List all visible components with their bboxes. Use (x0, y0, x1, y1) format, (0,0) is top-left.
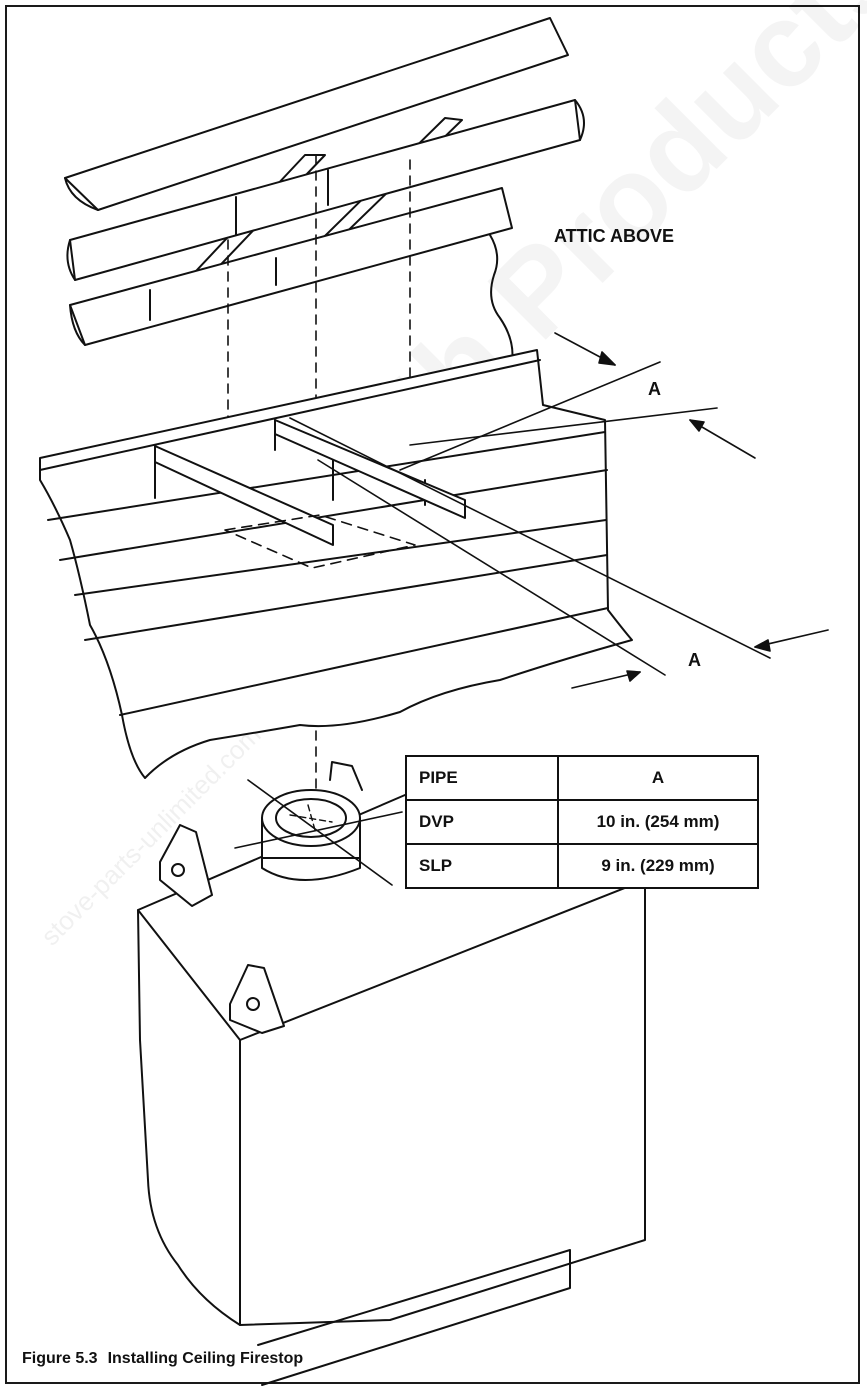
figure-frame (5, 5, 860, 1384)
dimension-a-label-upper: A (648, 379, 661, 399)
cell-pipe-type: DVP (405, 799, 559, 845)
figure-title: Installing Ceiling Firestop (107, 1350, 304, 1367)
attic-joists (64, 17, 585, 396)
ceiling-joists (39, 349, 633, 779)
attic-above-label: ATTIC ABOVE (554, 226, 674, 246)
dimension-a-label-lower: A (688, 650, 701, 670)
cell-clearance: 10 in. (254 mm) (557, 799, 759, 845)
header-a: A (557, 755, 759, 801)
table-header-row: PIPE A (405, 755, 759, 801)
cell-clearance: 9 in. (229 mm) (557, 843, 759, 889)
figure-caption: Figure 5.3 Installing Ceiling Firestop (22, 1350, 303, 1368)
figure-number: Figure 5.3 (22, 1350, 98, 1367)
cell-pipe-type: SLP (405, 843, 559, 889)
table-row: DVP 10 in. (254 mm) (405, 799, 759, 845)
table-row: SLP 9 in. (229 mm) (405, 843, 759, 889)
header-pipe: PIPE (405, 755, 559, 801)
ceiling-firestop (137, 761, 646, 1386)
dimension-lines (289, 332, 829, 689)
clearance-table: PIPE A DVP 10 in. (254 mm) SLP 9 in. (22… (405, 755, 759, 889)
